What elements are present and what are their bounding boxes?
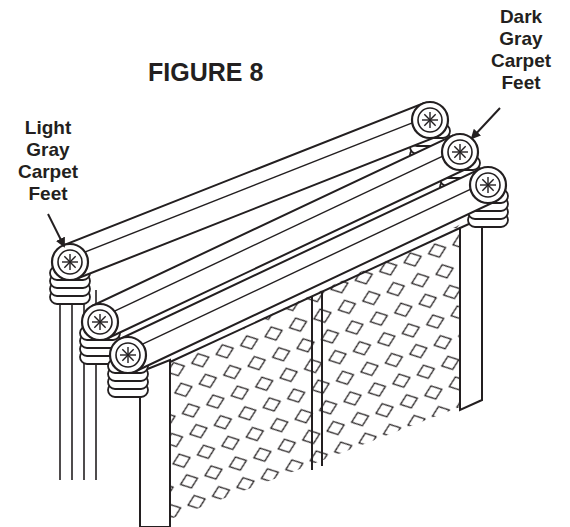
screw-star bbox=[454, 146, 465, 157]
back-post bbox=[460, 218, 482, 410]
leader-arrow bbox=[48, 214, 64, 246]
mid-bar bbox=[311, 296, 313, 470]
screw-star bbox=[64, 256, 75, 267]
screw-star bbox=[482, 179, 493, 190]
rail-end bbox=[470, 167, 506, 203]
screw-star bbox=[424, 114, 435, 125]
rail-end bbox=[110, 337, 146, 373]
rail-end-inner bbox=[58, 250, 82, 274]
rail-end-inner bbox=[476, 173, 500, 197]
rail-end-inner bbox=[448, 140, 472, 164]
rail-end bbox=[82, 304, 118, 340]
figure-title: FIGURE 8 bbox=[148, 58, 263, 87]
rail-end bbox=[412, 102, 448, 138]
back-post-line bbox=[59, 290, 61, 480]
rail-end-inner bbox=[88, 310, 112, 334]
screw-star bbox=[122, 349, 133, 360]
rail-end bbox=[52, 244, 88, 280]
part-label: Dark Gray Carpet Feet bbox=[483, 6, 559, 94]
rail-end-inner bbox=[418, 108, 442, 132]
leader-arrow bbox=[472, 108, 500, 138]
rail-end bbox=[442, 134, 478, 170]
rail-ridge bbox=[129, 181, 489, 351]
back-post-line bbox=[71, 290, 73, 480]
part-label: Light Gray Carpet Feet bbox=[10, 117, 86, 205]
rail-end-inner bbox=[116, 343, 140, 367]
mid-bar bbox=[321, 292, 323, 466]
rail bbox=[120, 169, 495, 372]
screw-star bbox=[94, 316, 105, 327]
